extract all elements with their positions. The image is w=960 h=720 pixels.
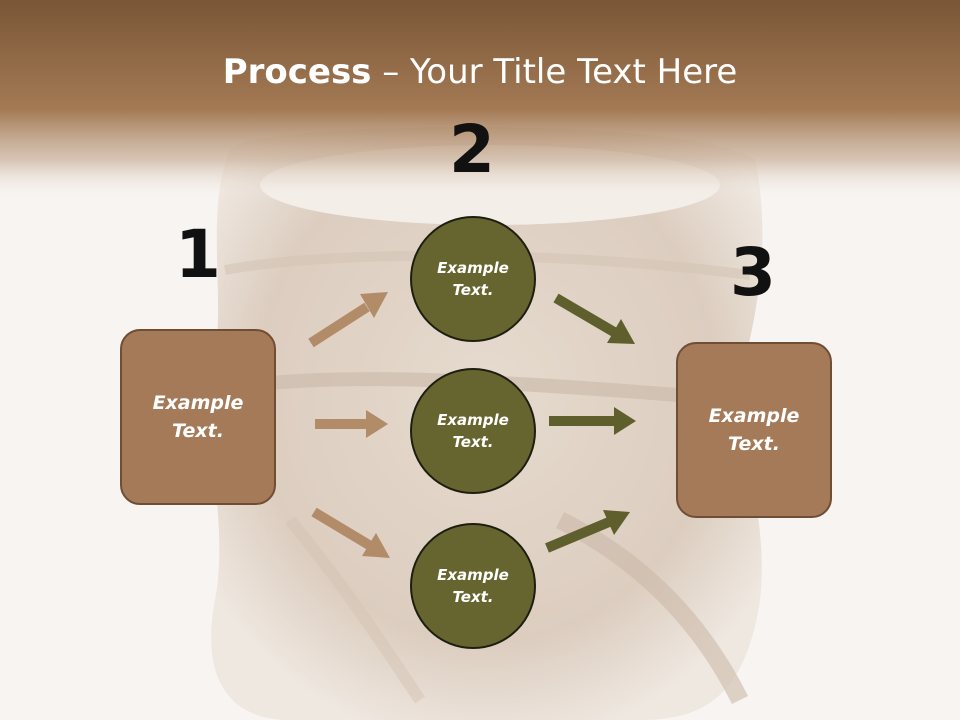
arrow-left-middle bbox=[315, 410, 388, 438]
right-box-text: Example Text. bbox=[708, 404, 800, 456]
circle-top: Example Text. bbox=[410, 216, 536, 342]
arrow-right-up bbox=[545, 510, 630, 553]
step-number-3: 3 bbox=[730, 234, 776, 311]
step-number-2: 2 bbox=[449, 111, 495, 188]
right-box: Example Text. bbox=[676, 342, 832, 518]
title-bold: Process bbox=[222, 52, 372, 92]
arrow-right-down bbox=[553, 293, 635, 344]
circle-bottom-text: Example Text. bbox=[437, 565, 509, 607]
step-number-1: 1 bbox=[175, 216, 221, 293]
circle-middle: Example Text. bbox=[410, 368, 536, 494]
circle-top-text: Example Text. bbox=[437, 258, 509, 300]
arrow-left-up bbox=[308, 292, 388, 348]
slide-title: Process – Your Title Text Here bbox=[0, 52, 960, 92]
title-rest: – Your Title Text Here bbox=[371, 52, 738, 92]
arrow-right-middle bbox=[549, 407, 636, 435]
left-box-text: Example Text. bbox=[152, 391, 244, 443]
arrow-left-down bbox=[311, 507, 390, 558]
circle-bottom: Example Text. bbox=[410, 523, 536, 649]
left-box: Example Text. bbox=[120, 329, 276, 505]
circle-middle-text: Example Text. bbox=[437, 410, 509, 452]
